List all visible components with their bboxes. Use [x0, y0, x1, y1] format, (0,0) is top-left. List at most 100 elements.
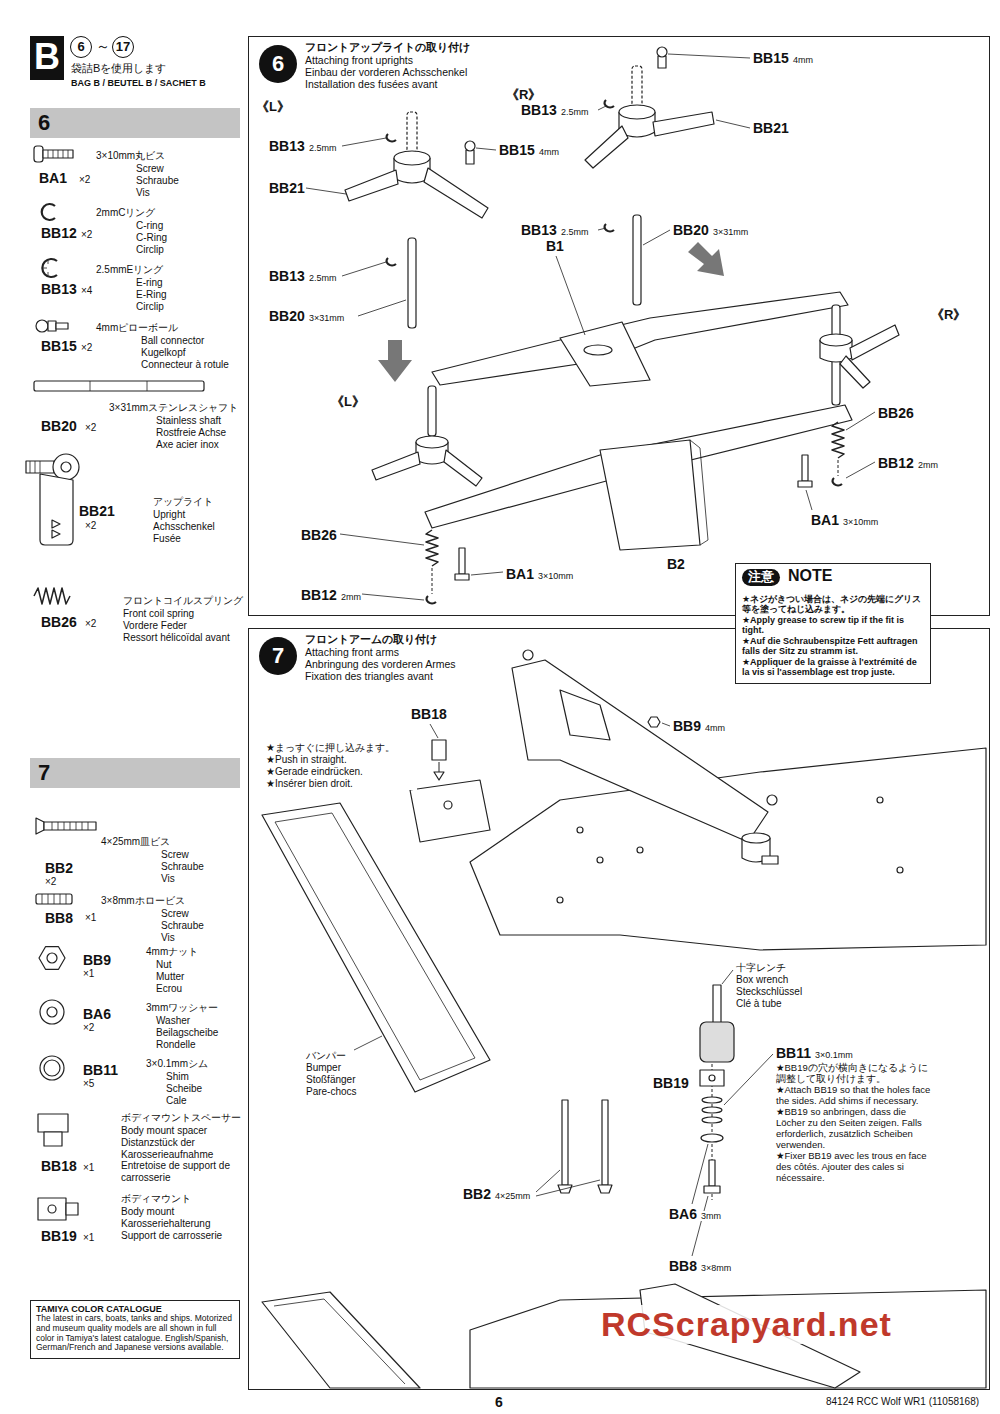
section-letter: B [30, 36, 64, 80]
assembly-note: ★BB19 so anbringen, dass die Löcher zu d… [775, 1107, 937, 1151]
parts-band: 6 [30, 108, 240, 138]
part-size: 2.5mm [308, 273, 338, 283]
screw-icon [43, 150, 73, 158]
upright-right [585, 126, 628, 168]
chassis-lower [262, 1292, 420, 1388]
part-name: ボディマウントスペーサー [120, 1112, 242, 1124]
kingpin [428, 386, 436, 436]
shim-icon [44, 1060, 60, 1076]
assembly-note: ★BB19の穴が横向きになるように調整して取り付けます。 [775, 1063, 937, 1085]
spring-icon [34, 588, 70, 604]
upright-right-mounted [820, 334, 852, 346]
part-name: 2mmCリング [95, 207, 156, 219]
chassis-plate [897, 867, 903, 873]
assembly-note: ★まっすぐに押し込みます。 [265, 742, 417, 754]
leader-line [476, 148, 496, 150]
node-heading: 6 [38, 110, 50, 135]
chassis-plate [637, 847, 643, 853]
node-text: ★Apply grease to screw tip if the fit is… [742, 615, 924, 636]
front-arm [742, 833, 770, 843]
upright-left [394, 151, 430, 165]
chassis-lower [470, 1290, 986, 1388]
front-arm [512, 660, 768, 842]
part-name: Front coil spring [122, 608, 240, 620]
coil-spring [426, 530, 438, 566]
node-text: NOTE [788, 567, 832, 585]
c-ring-icon [42, 204, 55, 220]
body-mount-icon [38, 1198, 78, 1220]
part-code: BB12 [40, 225, 78, 241]
leader-line [362, 594, 424, 600]
ball-connector-icon [56, 323, 68, 329]
leader-line [668, 54, 750, 58]
upright-left [424, 168, 488, 218]
c-ring [427, 596, 436, 603]
coil-spring [832, 422, 844, 458]
nut-icon [39, 947, 65, 970]
leader-line [342, 262, 386, 276]
ball-connector-icon [36, 320, 68, 332]
part-code: BB21 [752, 120, 790, 136]
front-arm [560, 690, 610, 740]
front-arm [767, 795, 777, 805]
part-quantity: ×5 [82, 1078, 95, 1090]
part-name: Cale [165, 1095, 240, 1107]
spacer-icon [38, 1114, 68, 1146]
node-heading: 7 [259, 637, 297, 675]
leader-line [471, 572, 503, 575]
callout: 十字レンチ [735, 962, 787, 974]
leader-line [556, 256, 585, 335]
part-size: 4mm [792, 55, 814, 65]
part-code: BB8 [668, 1258, 698, 1274]
spacer [410, 780, 490, 842]
parts-stack [702, 1097, 722, 1103]
ball-connector-icon [36, 320, 48, 332]
node-text: ★Auf die Schraubenspitze Fett auftragen … [742, 636, 924, 657]
leader-line [716, 120, 750, 128]
countersunk-screw-icon [36, 818, 96, 834]
upright-icon [52, 520, 60, 538]
part-name: Shim [165, 1071, 240, 1083]
nut-icon [39, 947, 65, 970]
part-name: 3×0.1mmシム [145, 1058, 209, 1070]
part-name: Schraube [160, 920, 240, 932]
leader-line [662, 723, 670, 726]
callout: Steckschlüssel [735, 986, 803, 998]
part-name: Circlip [135, 301, 240, 313]
upright-right [632, 66, 642, 106]
part-name: Schraube [135, 175, 240, 187]
callout: Clé à tube [735, 998, 783, 1010]
body-mount-icon [48, 1205, 56, 1213]
part-code: BB20 [40, 418, 78, 434]
callout: Pare-chocs [305, 1086, 358, 1098]
parts-stack [700, 1070, 724, 1086]
part-quantity: ×2 [78, 174, 91, 186]
step-panel: 6フロントアップライトの取り付けAttaching front uprights… [248, 36, 990, 616]
leader-line [724, 1054, 773, 1105]
assembly-note: ★Fixer BB19 avec les trous en face des c… [775, 1151, 937, 1184]
chassis-lower [262, 1284, 986, 1388]
part-size: 3×10mm [842, 517, 879, 527]
part-code: BA6 [82, 1006, 112, 1022]
watermark: RCScrapyard.net [600, 1305, 893, 1344]
part-code: BB13 [40, 281, 78, 297]
chassis-plate [597, 857, 603, 863]
part-name: Stainless shaft [155, 415, 240, 427]
part-name: 3×10mm丸ビス [95, 150, 166, 162]
part-name: Schraube [160, 861, 240, 873]
catalogue-box: TAMIYA COLOR CATALOGUEThe latest in cars… [30, 1300, 240, 1359]
part-code: BB26 [300, 527, 338, 543]
part-code: BB11 [82, 1062, 119, 1078]
part-code: BB9 [82, 952, 112, 968]
screw [802, 455, 808, 481]
part-size: 2.5mm [308, 143, 338, 153]
part-name: Screw [135, 163, 240, 175]
screw [459, 548, 465, 574]
node-text: フロントアップライトの取り付け [305, 41, 470, 54]
spacer-icon [44, 1132, 62, 1146]
product-code: 84124 RCC Wolf WR1 (11058168) [825, 1396, 980, 1408]
part-name: Washer [155, 1015, 240, 1027]
upright-left [387, 258, 396, 265]
part-name: Screw [160, 849, 240, 861]
upper-arm [560, 322, 650, 386]
